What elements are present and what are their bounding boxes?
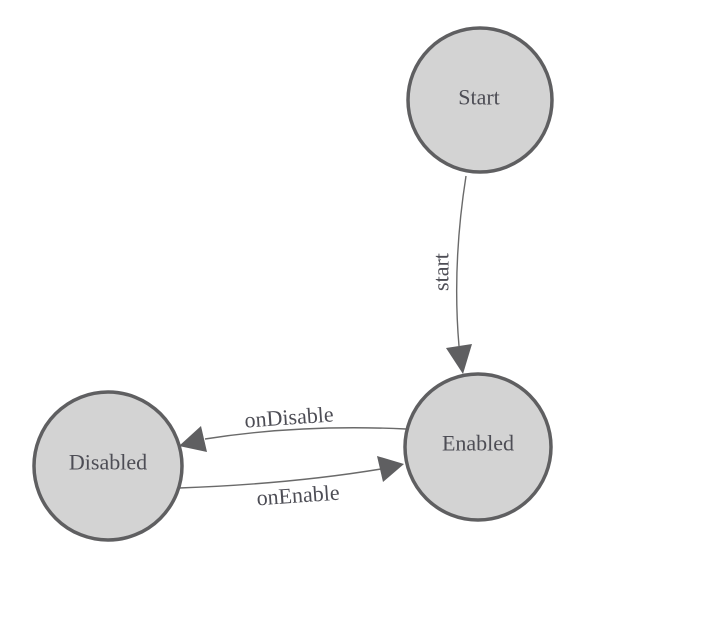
edge-disabled-to-enabled xyxy=(178,468,382,489)
edge-label-onenable: onEnable xyxy=(256,480,341,511)
state-label-enabled: Enabled xyxy=(442,431,514,456)
state-label-start: Start xyxy=(458,85,500,110)
edge-label-ondisable: onDisable xyxy=(244,401,335,432)
arrowhead-into-disabled-icon xyxy=(179,426,207,452)
edge-label-start: start xyxy=(429,253,454,291)
state-node-disabled xyxy=(32,390,184,542)
state-node-start xyxy=(406,26,554,174)
arrowhead-into-enabled-left-icon xyxy=(377,456,404,482)
edge-enabled-to-disabled xyxy=(204,427,407,440)
edge-start-to-enabled xyxy=(455,175,467,347)
state-node-enabled xyxy=(403,372,553,522)
state-label-disabled: Disabled xyxy=(69,450,147,475)
arrowhead-into-enabled-top-icon xyxy=(446,344,472,374)
